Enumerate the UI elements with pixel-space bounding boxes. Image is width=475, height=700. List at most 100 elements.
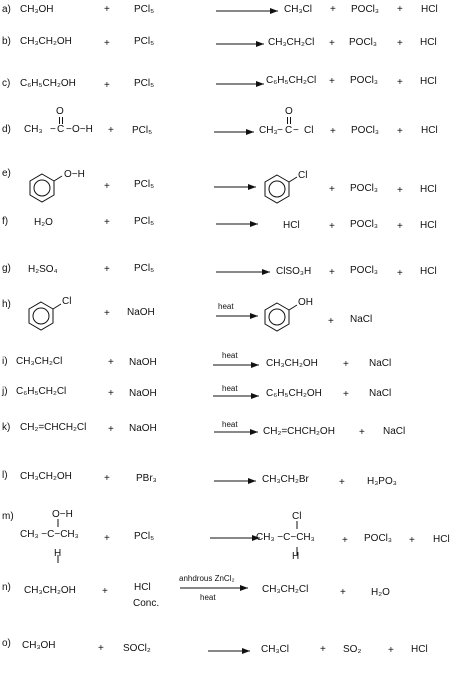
row-label: f) — [2, 216, 9, 227]
byproduct: HCl — [420, 76, 437, 87]
plus-sign: + — [397, 4, 403, 15]
reaction-arrow — [216, 81, 264, 87]
plus-sign: + — [397, 38, 403, 49]
byproduct: POCl₃ — [350, 265, 378, 276]
substituent: Cl — [298, 170, 308, 181]
plus-sign: + — [409, 535, 415, 546]
byproduct: POCl₃ — [350, 219, 378, 230]
bond: − — [277, 125, 283, 136]
byproduct: HCl — [420, 220, 437, 231]
row-label: n) — [2, 582, 11, 593]
plus-sign: + — [397, 77, 403, 88]
reaction-condition: heat — [200, 593, 216, 602]
reaction-arrow — [208, 648, 250, 654]
carbonyl-oxygen: O — [285, 106, 293, 117]
plus-sign: + — [343, 359, 349, 370]
reaction-arrow — [216, 221, 258, 227]
plus-sign: + — [104, 473, 110, 484]
plus-sign: + — [328, 316, 334, 327]
reactant-group: O−H — [72, 124, 93, 135]
reactant: H₂SO₄ — [28, 264, 58, 275]
byproduct: POCl₃ — [350, 183, 378, 194]
reagent: NaOH — [129, 423, 157, 434]
reactant: CH₃OH — [20, 4, 54, 15]
reaction-arrow — [213, 393, 259, 399]
reagent: PCl₅ — [132, 125, 153, 136]
product-group: Cl — [304, 125, 314, 136]
plus-sign: + — [320, 644, 326, 655]
carbonyl-oxygen: O — [56, 106, 64, 117]
row-label: h) — [2, 299, 11, 310]
reagent: PCl₅ — [134, 179, 155, 190]
plus-sign: + — [104, 181, 110, 192]
reaction-arrow — [180, 585, 248, 591]
carbonyl-carbon: C — [57, 124, 65, 135]
row-label: g) — [2, 263, 11, 274]
plus-sign: + — [104, 80, 110, 91]
reaction-condition: heat — [218, 302, 234, 311]
reactant: CH₃CH₂OH — [20, 471, 72, 482]
substituent: O−H — [52, 509, 73, 520]
reactant: CH₃OH — [22, 640, 56, 651]
byproduct: POCl₃ — [349, 37, 377, 48]
product-chain: CH₃ −C−CH₃ — [256, 532, 315, 543]
byproduct: POCl₃ — [351, 4, 379, 15]
reagent: PCl₅ — [134, 531, 155, 542]
product: CH₃CH₂Br — [262, 474, 309, 485]
plus-sign: + — [329, 76, 335, 87]
benzene-ring-icon — [264, 174, 298, 204]
product: HCl — [283, 220, 300, 231]
reaction-arrow — [210, 535, 260, 541]
byproduct: NaCl — [350, 314, 373, 325]
reactant: C₆H₅CH₂Cl — [16, 386, 67, 397]
plus-sign: + — [108, 357, 114, 368]
plus-sign: + — [98, 643, 104, 654]
byproduct: NaCl — [383, 426, 406, 437]
product: C₆H₅CH₂Cl — [266, 75, 317, 86]
reaction-arrow — [214, 184, 256, 190]
product: CH₃Cl — [284, 4, 312, 15]
reactant: CH₃CH₂OH — [24, 585, 76, 596]
reagent: PBr₃ — [136, 473, 157, 484]
benzene-ring-icon — [28, 301, 62, 331]
reaction-condition: heat — [222, 351, 238, 360]
plus-sign: + — [340, 587, 346, 598]
reaction-arrow — [216, 313, 258, 319]
byproduct: POCl₃ — [364, 533, 392, 544]
reaction-arrow — [213, 362, 259, 368]
reactant: CH₃CH₂Cl — [16, 356, 63, 367]
bond: − — [293, 125, 299, 136]
plus-sign: + — [397, 221, 403, 232]
plus-sign: + — [104, 217, 110, 228]
byproduct: HCl — [433, 534, 450, 545]
row-label: i) — [2, 356, 8, 367]
reagent: PCl₅ — [134, 4, 155, 15]
vertical-bond — [296, 521, 298, 555]
product: CH₃Cl — [261, 644, 289, 655]
row-label: d) — [2, 124, 11, 135]
plus-sign: + — [397, 268, 403, 279]
plus-sign: + — [102, 586, 108, 597]
byproduct: HCl — [420, 37, 437, 48]
reaction-arrow — [216, 41, 264, 47]
byproduct: H₂O — [371, 587, 390, 598]
plus-sign: + — [104, 533, 110, 544]
product: CH₂=CHCH₂OH — [263, 426, 335, 437]
benzene-ring-icon — [29, 173, 63, 203]
reagent: PCl₅ — [134, 263, 155, 274]
plus-sign: + — [329, 221, 335, 232]
substituent: Cl — [62, 296, 72, 307]
row-label: a) — [2, 4, 11, 15]
bond: − — [66, 124, 72, 135]
reactant: CH₃CH₂OH — [20, 36, 72, 47]
product: C₆H₅CH₂OH — [266, 388, 322, 399]
reaction-condition: anhdrous ZnCl₂ — [179, 574, 235, 583]
plus-sign: + — [397, 185, 403, 196]
byproduct: H₃PO₃ — [367, 476, 397, 487]
double-bond — [287, 117, 291, 124]
carbonyl-carbon: C — [285, 125, 293, 136]
row-label: l) — [2, 470, 8, 481]
byproduct: HCl — [420, 184, 437, 195]
product: CH₃CH₂Cl — [262, 584, 309, 595]
reaction-arrow — [214, 129, 254, 135]
